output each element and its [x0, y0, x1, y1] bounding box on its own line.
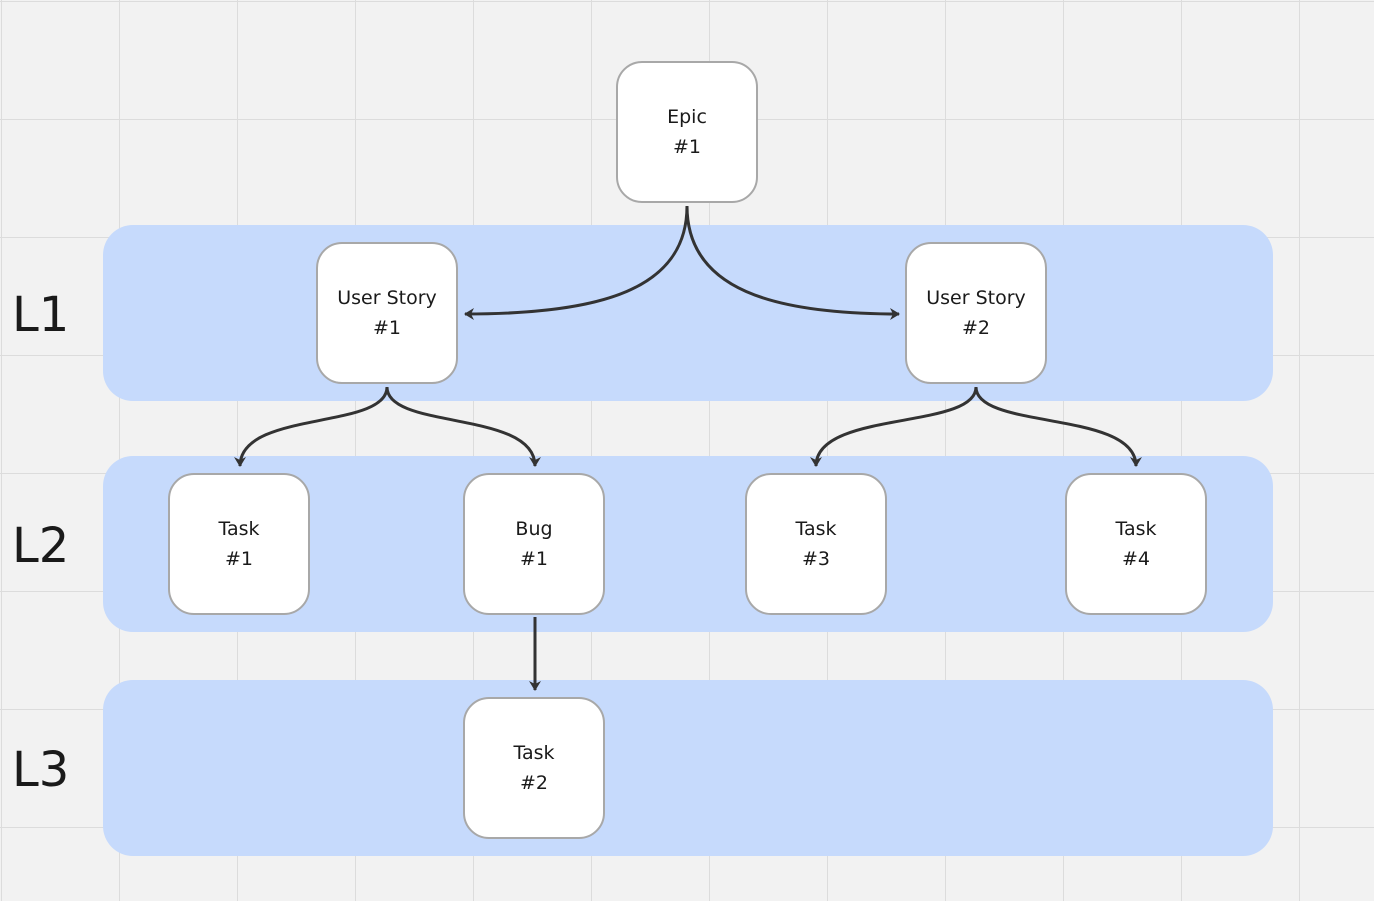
card-number: #2: [519, 772, 548, 794]
level-label-l2: L2: [12, 518, 70, 574]
card-number: #1: [519, 548, 548, 570]
card-type: Task: [218, 518, 260, 540]
card-task-3[interactable]: Task #3: [745, 473, 887, 615]
card-number: #1: [372, 317, 401, 339]
card-epic-1[interactable]: Epic #1: [616, 61, 758, 203]
card-type: Task: [795, 518, 837, 540]
card-number: #2: [961, 317, 990, 339]
card-task-1[interactable]: Task #1: [168, 473, 310, 615]
level-band-l1: [103, 225, 1273, 401]
card-number: #1: [224, 548, 253, 570]
card-type: User Story: [926, 287, 1026, 309]
card-number: #3: [801, 548, 830, 570]
card-number: #4: [1121, 548, 1150, 570]
card-type: Task: [1115, 518, 1157, 540]
card-task-4[interactable]: Task #4: [1065, 473, 1207, 615]
card-bug-1[interactable]: Bug #1: [463, 473, 605, 615]
card-user-story-2[interactable]: User Story #2: [905, 242, 1047, 384]
card-type: Task: [513, 742, 555, 764]
card-user-story-1[interactable]: User Story #1: [316, 242, 458, 384]
level-band-l3: [103, 680, 1273, 856]
level-label-l3: L3: [12, 742, 70, 798]
card-number: #1: [672, 136, 701, 158]
card-type: User Story: [337, 287, 437, 309]
card-task-2[interactable]: Task #2: [463, 697, 605, 839]
card-type: Epic: [667, 106, 707, 128]
level-label-l1: L1: [12, 287, 70, 343]
card-type: Bug: [515, 518, 553, 540]
